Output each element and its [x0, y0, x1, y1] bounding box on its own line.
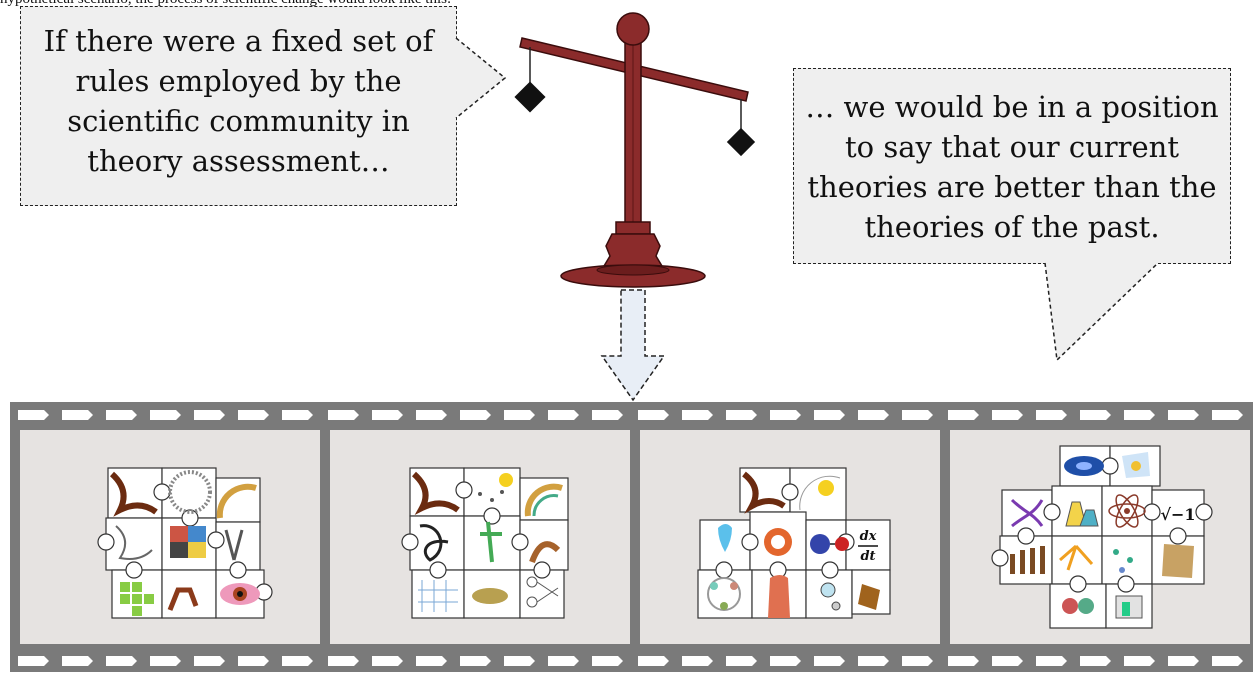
- bubble-right-line: theories are better than the: [807, 170, 1217, 204]
- balance-scale-icon: [514, 12, 756, 288]
- down-arrow-icon: [600, 289, 666, 402]
- bubble-left-line: theory assessment…: [87, 144, 390, 178]
- film-frame-4: √−1: [950, 430, 1250, 644]
- bubble-left-line: scientific community in: [67, 104, 410, 138]
- puzzle-icon: [97, 467, 273, 619]
- math-sqrt-label: √−1: [1160, 505, 1195, 524]
- caption-text: hypothetical scenario, the process of sc…: [0, 0, 451, 8]
- puzzle-icon: [401, 467, 569, 619]
- film-frame-3: dx dt: [640, 430, 940, 644]
- bubble-left-tail: [455, 37, 507, 119]
- film-holes-bottom: [18, 656, 1243, 666]
- filmstrip: dx dt: [10, 402, 1253, 672]
- film-frame-2: [330, 430, 630, 644]
- speech-bubble-left: If there were a fixed set of rules emplo…: [20, 6, 457, 206]
- puzzle-icon: dx dt: [697, 467, 891, 619]
- bubble-right-line: … we would be in a position: [805, 90, 1219, 124]
- math-dx-label: dx: [860, 529, 877, 544]
- bubble-left-line: rules employed by the: [75, 64, 402, 98]
- bubble-left-line: If there were a fixed set of: [43, 24, 434, 58]
- math-dt-label: dt: [860, 549, 875, 564]
- bubble-right-tail: [1044, 262, 1159, 362]
- film-holes-top: [18, 410, 1243, 420]
- speech-bubble-right: … we would be in a position to say that …: [793, 68, 1231, 264]
- puzzle-icon: √−1: [991, 445, 1213, 629]
- bubble-right-line: to say that our current: [845, 130, 1179, 164]
- bubble-right-line: theories of the past.: [864, 210, 1160, 244]
- film-frame-1: [20, 430, 320, 644]
